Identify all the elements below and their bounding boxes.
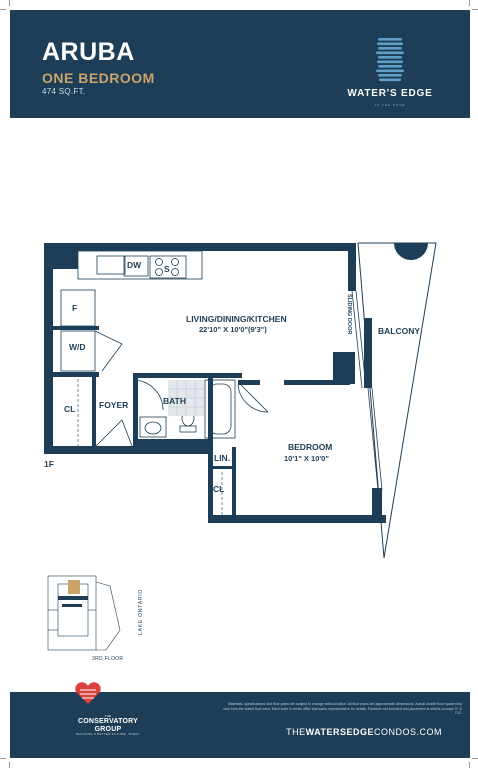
wall-bed-top-right: [284, 380, 350, 385]
closet-rail: [77, 379, 223, 515]
wall-bath-top: [133, 373, 242, 378]
header-banner: ARUBA ONE BEDROOM 474 SQ.FT. WATER'S EDG…: [10, 10, 470, 118]
crop-mark: [0, 758, 6, 759]
key-plan-floor: 3RD FLOOR: [92, 656, 124, 662]
brand-name: WATER'S EDGE: [347, 88, 433, 99]
balcony-column: [394, 243, 428, 260]
crop-mark: [9, 762, 10, 768]
heart-icon: [75, 682, 101, 704]
wave-stack-icon: [376, 38, 404, 82]
room-label-linen: LIN.: [214, 453, 230, 463]
crop-mark: [0, 9, 6, 10]
wall-bath-right: [208, 378, 213, 523]
wall-bed-top-left: [238, 380, 260, 385]
wall-wd: [53, 372, 99, 377]
key-plan: [47, 575, 121, 651]
balcony: [357, 242, 437, 559]
suite-area: 474 SQ.FT.: [42, 87, 86, 96]
developer-tagline: BUILDING A BETTER FUTURE, TODAY: [76, 732, 140, 736]
suite-name: ARUBA: [42, 38, 135, 66]
room-label-foyer: FOYER: [99, 400, 128, 410]
floor-label: 1F: [44, 459, 54, 469]
room-label-closet: CL: [64, 404, 75, 414]
wall-left: [44, 243, 53, 453]
room-dim-living: 22'10" X 10'0"(9'3"): [199, 325, 267, 334]
key-plan-highlight: [68, 580, 80, 594]
suite-type: ONE BEDROOM: [42, 70, 155, 86]
footer-banner: THE CONSERVATORY GROUP BUILDING A BETTER…: [10, 682, 470, 758]
kitchen-counter: [77, 250, 203, 280]
website-link[interactable]: THEWATERSEDGECONDOS.COM: [286, 727, 442, 737]
bath-fixtures: [139, 379, 236, 439]
wall-right-mid: [364, 318, 372, 388]
wall-linen: [213, 466, 235, 469]
room-label-living: LIVING/DINING/KITCHEN: [186, 314, 287, 324]
wall-bottom-left: [44, 446, 208, 454]
brand-logo: WATER'S EDGE AT THE COVE: [330, 34, 450, 114]
bath-tile-grid: [168, 380, 204, 416]
wall-closet: [92, 376, 96, 446]
room-label-bedroom: BEDROOM: [288, 442, 332, 452]
wall-fridge: [53, 326, 99, 330]
crop-mark: [472, 758, 478, 759]
crop-mark: [9, 0, 10, 6]
wall-column: [333, 352, 355, 384]
wall-bottom-bed: [208, 515, 386, 523]
wall-bath-left: [133, 373, 138, 447]
appliance-label-fridge: F: [72, 303, 77, 313]
crop-mark: [469, 762, 470, 768]
wall-right-top: [348, 243, 356, 291]
room-label-bath: BATH: [163, 396, 186, 406]
developer-logo: THE CONSERVATORY GROUP BUILDING A BETTER…: [48, 682, 139, 756]
appliance-label-stove: S: [164, 264, 170, 274]
wall-bath-bottom: [133, 439, 213, 447]
room-label-closet-bedroom: CL: [213, 484, 224, 494]
crop-mark: [469, 0, 470, 6]
wall-top: [44, 243, 356, 251]
room-label-balcony: BALCONY: [378, 326, 420, 336]
walls: [44, 243, 386, 523]
doors: [95, 379, 269, 447]
wall-notch: [44, 243, 78, 269]
appliance-label-dishwasher: DW: [127, 260, 142, 270]
disclaimer-text: Materials, specifications and floor plan…: [223, 702, 462, 715]
developer-name: THE CONSERVATORY GROUP: [78, 714, 138, 733]
sliding-door-label: SLIDING DOOR: [346, 294, 352, 334]
lake-label: LAKE ONTARIO: [138, 588, 144, 635]
wall-linen-side: [232, 447, 236, 517]
crop-mark: [472, 9, 478, 10]
sliding-door: [351, 290, 383, 491]
brand-tagline: AT THE COVE: [374, 103, 406, 107]
appliance-label-wd: W/D: [69, 342, 86, 352]
room-dim-bedroom: 10'1" X 10'0": [284, 454, 329, 463]
wall-right-low: [372, 488, 382, 521]
appliances: [60, 289, 123, 372]
